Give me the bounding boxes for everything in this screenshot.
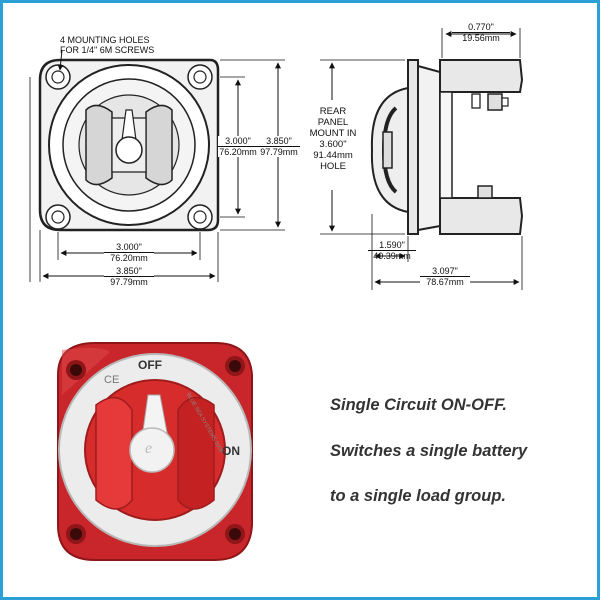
total-depth-mm: 78.67mm [420, 276, 470, 287]
mounting-hole-tl [45, 64, 71, 90]
corner-screw-tl [66, 360, 86, 380]
total-depth-in: 3.097" [432, 266, 458, 276]
rear-mount-line6: HOLE [320, 161, 346, 172]
on-position-label: ON [222, 444, 240, 458]
mounting-holes-note: 4 MOUNTING HOLES FOR 1/4" 6M SCREWS [60, 35, 154, 55]
side-view-drawing [320, 28, 524, 290]
outer-width-in: 3.850" [116, 266, 142, 276]
mounting-hole-br [187, 204, 213, 230]
corner-screw-br [225, 524, 245, 544]
inner-width-dimension: 3.000" 76.20mm [104, 242, 154, 263]
front-depth-mm: 40.39mm [368, 250, 416, 261]
inner-width-in: 3.000" [116, 242, 142, 252]
mounting-hole-tr [187, 64, 213, 90]
description-line1: Single Circuit ON-OFF. [330, 396, 507, 414]
front-depth-dimension: 1.590" 40.39mm [368, 240, 416, 261]
shaft-dimension: 0.770" 19.56mm [452, 22, 510, 43]
ce-mark: CE [104, 374, 120, 386]
rear-mount-line1: REAR [319, 106, 347, 117]
front-depth-in: 1.590" [379, 240, 405, 250]
inner-height-in: 3.000" [225, 136, 251, 146]
rear-mount-line2: PANEL [317, 117, 349, 128]
shaft-mm: 19.56mm [452, 32, 510, 43]
front-view-drawing [29, 49, 285, 282]
switch-product-illustration [57, 342, 253, 561]
outer-height-in: 3.850" [266, 136, 292, 146]
description-line3: to a single load group. [330, 487, 507, 505]
corner-screw-bl [66, 524, 86, 544]
rear-mount-line3: MOUNT IN [309, 128, 357, 139]
shaft-in: 0.770" [468, 22, 494, 32]
outer-height-dimension: 3.850" 97.79mm [258, 136, 300, 157]
rear-mount-line5: 91.44mm [313, 150, 353, 161]
rear-mount-line4: 3.600" [319, 139, 347, 150]
total-depth-dimension: 3.097" 78.67mm [420, 266, 470, 287]
mounting-hole-bl [45, 204, 71, 230]
holes-note-line1: 4 MOUNTING HOLES [60, 35, 150, 45]
knob-logo: e [145, 440, 153, 457]
inner-width-mm: 76.20mm [104, 252, 154, 263]
rear-panel-mount-note: REAR PANEL MOUNT IN 3.600" 91.44mm HOLE [306, 106, 360, 172]
outer-width-mm: 97.79mm [104, 276, 154, 287]
corner-screw-tr [225, 356, 245, 376]
outer-width-dimension: 3.850" 97.79mm [104, 266, 154, 287]
description-line2: Switches a single battery [330, 442, 528, 460]
off-position-label: OFF [138, 358, 162, 372]
inner-height-dimension: 3.000" 76.20mm [218, 136, 258, 157]
outer-height-mm: 97.79mm [258, 146, 300, 157]
inner-height-mm: 76.20mm [218, 146, 258, 157]
holes-note-line2: FOR 1/4" 6M SCREWS [60, 45, 155, 55]
